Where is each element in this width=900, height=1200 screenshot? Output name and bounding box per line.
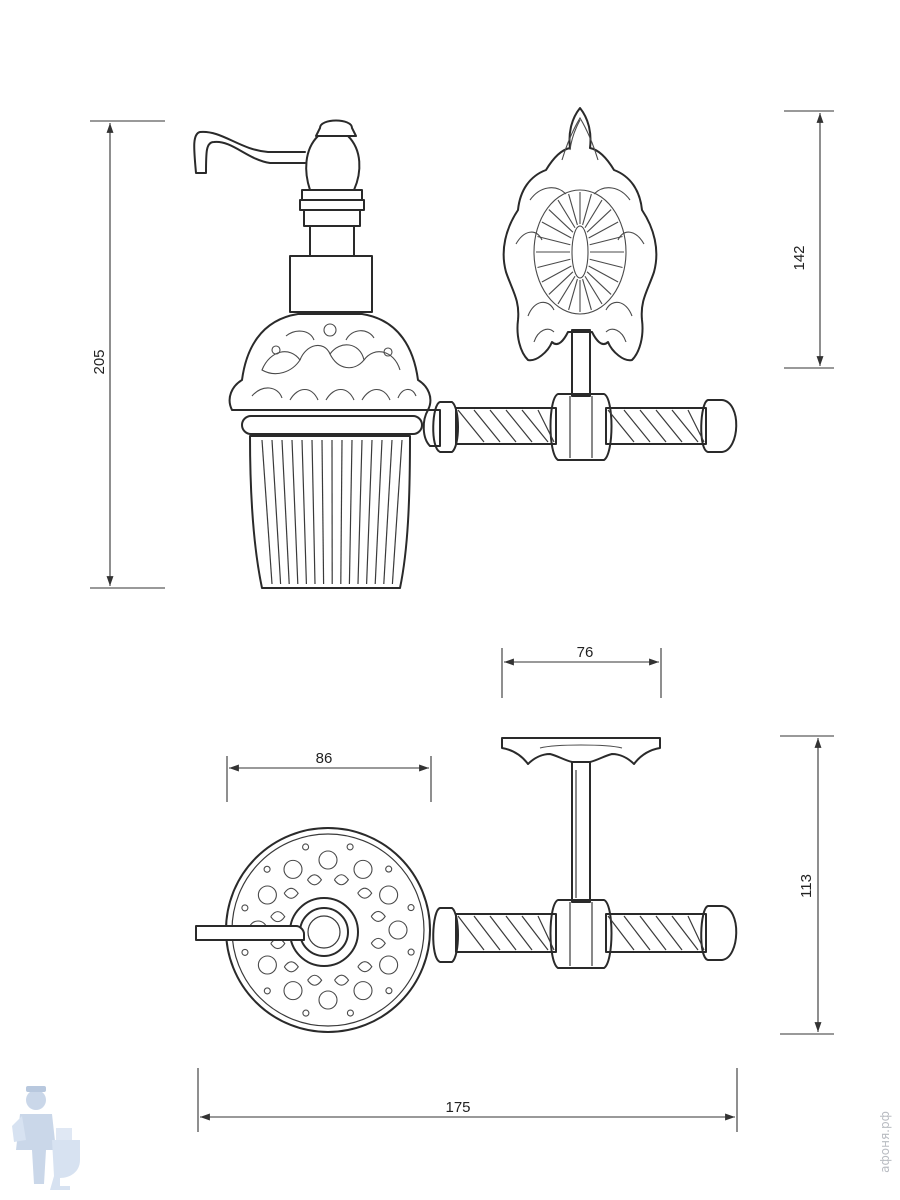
- plumber-with-toilet-icon: [12, 1086, 80, 1190]
- watermark-domain: афоня.рф: [878, 1111, 892, 1173]
- soap-dispenser-front: [193, 119, 432, 589]
- soap-dispenser-top: [195, 827, 431, 1033]
- dim-total-width: 175: [445, 1099, 470, 1116]
- front-view: [193, 107, 738, 589]
- bracket-rod-front: [422, 329, 738, 461]
- wall-plate-top: [501, 737, 661, 903]
- dimension-lines: [90, 110, 834, 1132]
- dim-holder-width: 76: [577, 644, 594, 661]
- dim-dispenser-width: 86: [316, 750, 333, 767]
- top-view: [195, 737, 738, 1033]
- wall-plate-front: [502, 107, 658, 362]
- dim-total-height: 205: [91, 349, 108, 374]
- bracket-rod-top: [432, 899, 738, 969]
- dimension-labels: 205 142 76 86 113 175: [91, 245, 815, 1116]
- dim-holder-height: 142: [791, 245, 808, 270]
- dim-projection: 113: [798, 874, 815, 898]
